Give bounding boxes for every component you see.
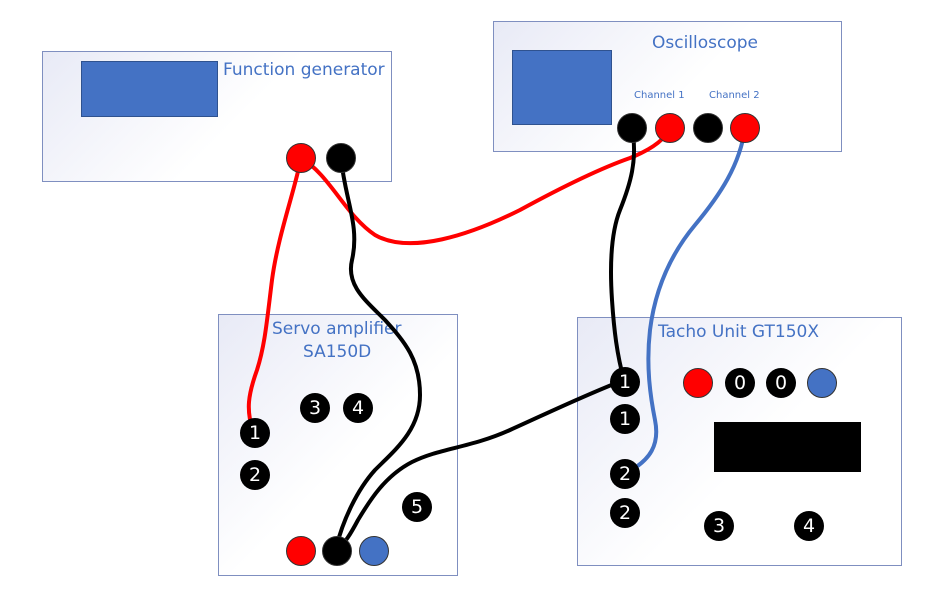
tacho-terminal-2a[interactable]: 2 — [610, 459, 640, 489]
servo-blue-terminal[interactable] — [359, 536, 389, 566]
servo-terminal-5[interactable]: 5 — [402, 492, 432, 522]
servo-terminal-1[interactable]: 1 — [240, 418, 270, 448]
oscilloscope-display — [512, 50, 612, 125]
function-generator-display — [81, 61, 218, 117]
tacho-terminal-4[interactable]: 4 — [794, 511, 824, 541]
tacho-red-terminal[interactable] — [683, 368, 713, 398]
channel-2-label: Channel 2 — [709, 90, 760, 101]
servo-terminal-2[interactable]: 2 — [240, 460, 270, 490]
tacho-unit-display — [714, 422, 861, 472]
servo-amplifier-title-line2: SA150D — [303, 342, 372, 362]
function-generator-panel: Function generator — [42, 51, 392, 182]
function-generator-red-terminal[interactable] — [286, 143, 316, 173]
oscilloscope-title: Oscilloscope — [652, 33, 759, 53]
channel-1-label: Channel 1 — [634, 90, 685, 101]
tacho-terminal-3[interactable]: 3 — [704, 511, 734, 541]
oscilloscope-ch1-red-terminal[interactable] — [655, 113, 685, 143]
tacho-terminal-0a[interactable]: 0 — [725, 368, 755, 398]
function-generator-black-terminal[interactable] — [326, 143, 356, 173]
servo-terminal-4[interactable]: 4 — [343, 393, 373, 423]
function-generator-title: Function generator — [223, 60, 385, 80]
servo-terminal-3[interactable]: 3 — [300, 393, 330, 423]
servo-amplifier-title-line1: Servo amplifier — [272, 319, 402, 339]
tacho-unit-title: Tacho Unit GT150X — [658, 322, 819, 342]
tacho-unit-panel: Tacho Unit GT150X — [577, 317, 902, 566]
tacho-blue-terminal[interactable] — [807, 368, 837, 398]
oscilloscope-ch2-black-terminal[interactable] — [693, 113, 723, 143]
tacho-terminal-0b[interactable]: 0 — [766, 368, 796, 398]
oscilloscope-ch2-red-terminal[interactable] — [730, 113, 760, 143]
tacho-terminal-2b[interactable]: 2 — [610, 498, 640, 528]
tacho-terminal-1a[interactable]: 1 — [610, 367, 640, 397]
servo-red-terminal[interactable] — [286, 536, 316, 566]
oscilloscope-ch1-black-terminal[interactable] — [617, 113, 647, 143]
servo-black-terminal[interactable] — [322, 536, 352, 566]
tacho-terminal-1b[interactable]: 1 — [610, 404, 640, 434]
